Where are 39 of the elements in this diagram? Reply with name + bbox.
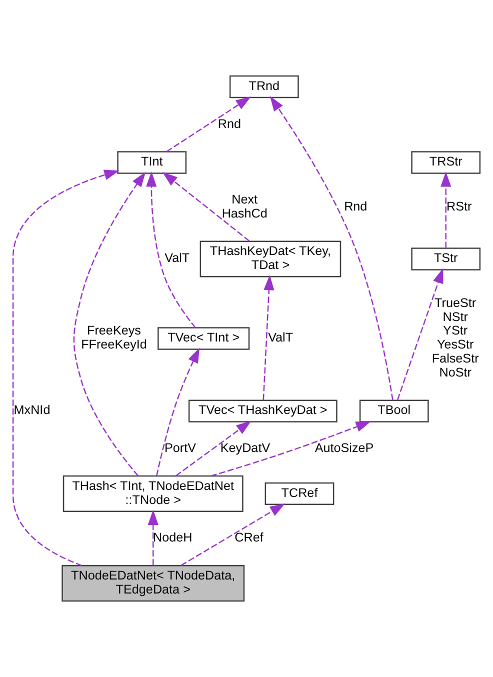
node-box: TBool	[359, 400, 429, 422]
arrow	[262, 275, 274, 400]
arrow	[440, 172, 452, 248]
edge-label: ValT	[268, 330, 294, 345]
edge-label: Rnd	[218, 116, 242, 131]
node-box: TRnd	[229, 75, 299, 98]
edge-label: KeyDatV	[220, 441, 270, 456]
edge-label: CRef	[234, 530, 264, 545]
edge-label: PortV	[164, 441, 196, 456]
edge-label: FreeKeys FFreeKeyId	[81, 324, 147, 352]
edge-label: RStr	[446, 199, 472, 214]
arrow	[146, 172, 196, 328]
edge-label: Next HashCd	[222, 192, 268, 220]
edge-label: MxNId	[14, 403, 50, 418]
node-box: THash< TInt, TNodeEDatNet ::TNode >	[62, 475, 244, 512]
edge-label: TrueStr NStr YStr YesStr FalseStr NoStr	[432, 296, 479, 380]
node-box: TCRef	[264, 482, 334, 506]
arrow	[180, 504, 286, 566]
node-box: TNodeEDatNet< TNodeData, TEdgeData >	[62, 565, 245, 602]
node-box: TStr	[411, 248, 481, 270]
edge-label: ValT	[164, 251, 190, 266]
arrow	[176, 420, 252, 476]
arrow	[162, 172, 250, 242]
node-box: TVec< THashKeyDat >	[188, 400, 338, 422]
node-box: THashKeyDat< TKey, TDat >	[200, 240, 342, 278]
node-box: TRStr	[411, 151, 481, 174]
edge-label: Rnd	[344, 199, 368, 214]
arrow	[148, 510, 158, 566]
arrow	[210, 421, 372, 477]
node-box: TVec< TInt >	[158, 327, 250, 350]
edge-label: AutoSizeP	[314, 441, 374, 456]
node-box: TInt	[117, 151, 187, 174]
arrow	[166, 96, 252, 152]
arrow	[12, 170, 120, 566]
edge-label: NodeH	[153, 530, 192, 545]
arrow	[73, 172, 146, 476]
arrow	[270, 96, 394, 400]
arrow	[156, 348, 200, 476]
arrow	[396, 268, 444, 400]
